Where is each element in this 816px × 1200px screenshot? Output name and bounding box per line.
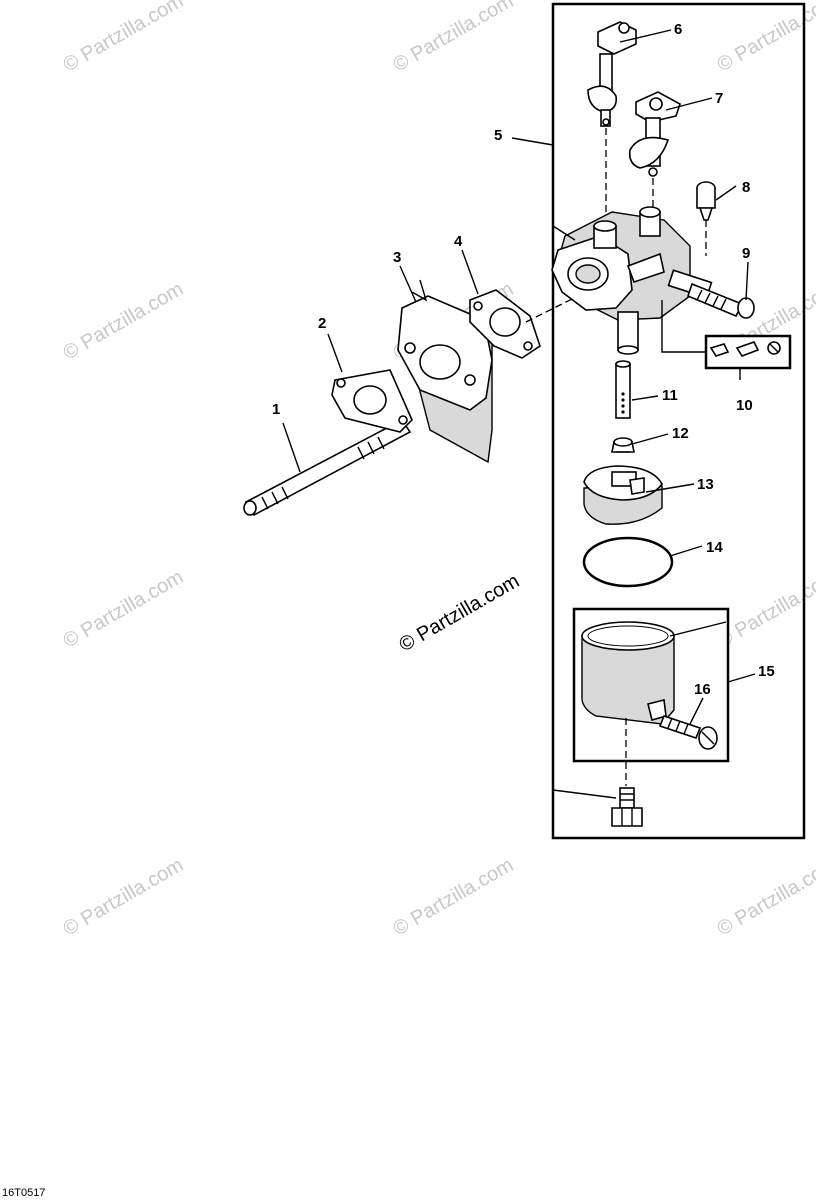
- callout-labels: 1 2 3 4 5 6 7 8 9 10 11 12 13 14 15 16: [272, 21, 775, 698]
- watermark-text: © Partzilla.com: [714, 854, 816, 940]
- callout-6: 6: [674, 21, 682, 38]
- assembly-line: [525, 295, 579, 323]
- watermark-text: © Partzilla.com: [390, 854, 518, 940]
- part-5-carburetor-body: [551, 206, 713, 355]
- callout-4: 4: [454, 233, 463, 250]
- diagram-code: 16T0517: [2, 1187, 45, 1199]
- watermark-text: © Partzilla.com: [60, 566, 188, 652]
- part-14-o-ring: [582, 536, 674, 588]
- part-2-gasket: [331, 369, 413, 433]
- part-11-emulsion-tube: [615, 360, 631, 419]
- callout-14: 14: [706, 539, 723, 556]
- callout-1: 1: [272, 401, 280, 418]
- part-1-stud: [243, 418, 412, 517]
- callout-3: 3: [393, 249, 401, 266]
- watermark-text: © Partzilla.com: [60, 278, 188, 364]
- part-16-screw: [658, 715, 718, 750]
- callout-9: 9: [742, 245, 750, 262]
- callout-12: 12: [672, 425, 689, 442]
- part-10-jet-kit: [661, 300, 792, 370]
- part-8-screw: [696, 181, 716, 221]
- watermark-text: © Partzilla.com: [60, 854, 188, 940]
- carburetor-assembly-frame: [551, 2, 806, 840]
- part-4-gasket: [469, 289, 541, 359]
- drain-fitting: [611, 787, 643, 827]
- callout-15: 15: [758, 663, 775, 680]
- leader-lines: [282, 29, 756, 799]
- watermark-main: © Partzilla.com: [396, 570, 524, 656]
- watermark-text: © Partzilla.com: [60, 0, 188, 76]
- part-6-choke-shaft: [587, 21, 637, 127]
- watermark-text: © Partzilla.com: [390, 0, 518, 76]
- part-12-main-jet: [611, 437, 635, 453]
- watermark-layer: © Partzilla.com © Partzilla.com © Partzi…: [60, 0, 816, 940]
- callout-13: 13: [697, 476, 714, 493]
- part-3-insulator: [397, 279, 493, 464]
- callout-16: 16: [694, 681, 711, 698]
- callout-8: 8: [742, 179, 750, 196]
- part-7-throttle-shaft: [628, 91, 681, 177]
- callout-7: 7: [715, 90, 723, 107]
- part-13-float: [583, 465, 663, 525]
- part-9-screw: [687, 282, 755, 319]
- callout-10: 10: [736, 397, 753, 414]
- part-15-float-bowl: [572, 607, 730, 763]
- watermark-text: © Partzilla.com: [714, 0, 816, 76]
- callout-2: 2: [318, 315, 326, 332]
- callout-5: 5: [494, 127, 502, 144]
- callout-11: 11: [662, 387, 678, 404]
